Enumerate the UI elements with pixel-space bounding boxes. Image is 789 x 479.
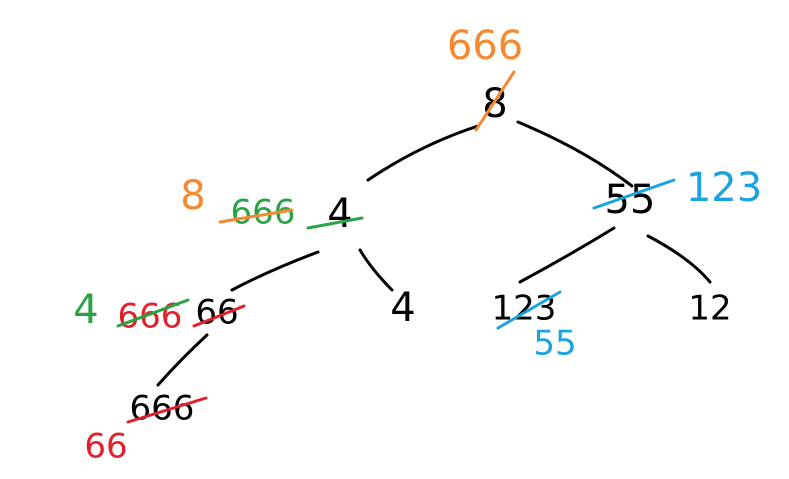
edge-right-rightleft <box>518 226 616 284</box>
edge-left-leftleft <box>230 250 320 292</box>
edge-right-rightright <box>646 234 712 284</box>
right-left-replacement: 55 <box>533 324 576 364</box>
node-root: 666 8 <box>447 23 523 132</box>
right-right-value: 12 <box>688 289 731 329</box>
left-left-value: 66 <box>195 293 238 333</box>
node-right: 55 123 <box>592 165 762 223</box>
edge-left-leftright <box>358 248 394 292</box>
node-right-left: 123 55 <box>492 289 577 364</box>
left-left-left-value: 666 <box>130 389 195 429</box>
left-value-strike <box>306 216 364 230</box>
edge-root-left <box>366 124 480 182</box>
right-left-value: 123 <box>492 289 557 329</box>
left-history-1: 8 <box>180 173 205 219</box>
node-left-left: 4 666 66 <box>73 287 246 337</box>
tree-edges <box>156 120 712 387</box>
right-replacement: 123 <box>686 165 762 211</box>
left-left-left-value-strike <box>126 396 208 424</box>
root-replacement: 666 <box>447 23 523 69</box>
node-right-right: 12 <box>688 289 731 329</box>
right-value: 55 <box>605 177 656 223</box>
left-right-value: 4 <box>390 285 415 331</box>
right-left-value-strike <box>496 290 562 330</box>
node-left-left-left: 666 66 <box>84 389 208 467</box>
right-value-strike <box>592 178 676 210</box>
node-left-right: 4 <box>390 285 415 331</box>
edge-root-right <box>516 120 634 188</box>
node-left: 8 666 4 <box>180 173 364 237</box>
left-left-left-replacement: 66 <box>84 427 127 467</box>
root-strike <box>474 70 516 132</box>
left-left-history-1: 4 <box>73 287 98 333</box>
left-history-2-strike <box>218 208 294 224</box>
left-left-history-2-strike <box>116 298 190 328</box>
left-value: 4 <box>327 191 352 237</box>
left-left-value-strike <box>192 304 246 328</box>
edge-leftleft-leftleftleft <box>156 333 209 387</box>
left-left-history-2: 666 <box>118 297 183 337</box>
